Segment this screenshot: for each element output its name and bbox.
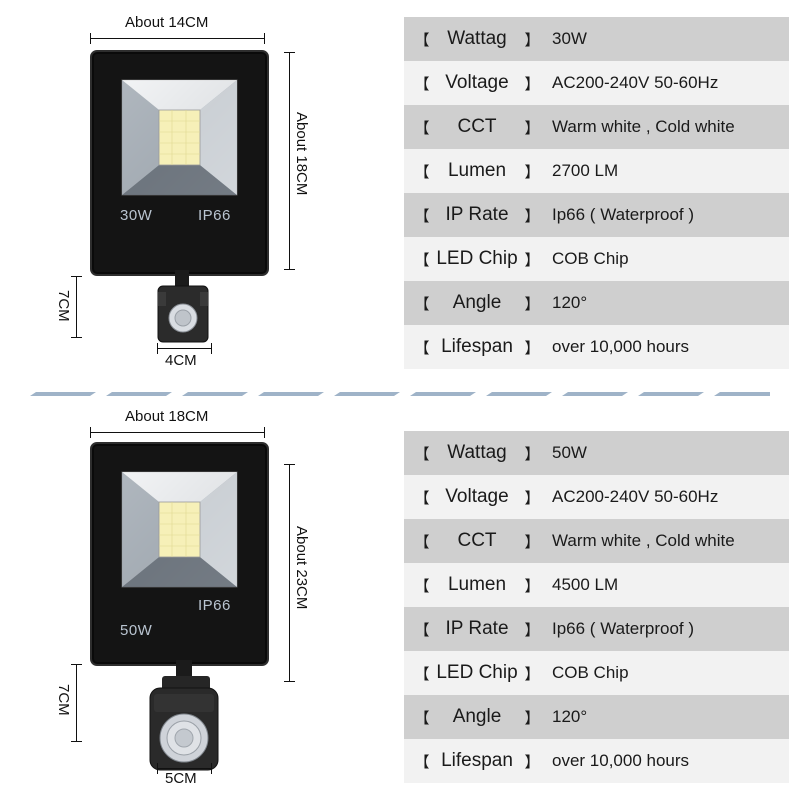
spec-value: COB Chip: [552, 249, 629, 268]
ip-label: IP66: [198, 597, 231, 614]
reflector-graphic: [121, 79, 238, 196]
spec-value: Warm white , Cold white: [552, 531, 735, 550]
spec-key: CCT: [457, 530, 497, 551]
spec-row: 【IP Rate】Ip66 ( Waterproof ): [404, 607, 789, 651]
spec-row: 【Voltage】AC200-240V 50-60Hz: [404, 475, 789, 519]
spec-key: LED Chip: [436, 248, 518, 269]
sensor-height-label: 7CM: [55, 290, 72, 322]
spec-key: IP Rate: [445, 618, 509, 639]
spec-value: Warm white , Cold white: [552, 117, 735, 136]
pir-sensor-small: [157, 270, 209, 343]
spec-value: 120°: [552, 293, 588, 312]
spec-key: Wattag: [447, 28, 507, 49]
led-chip: [158, 109, 201, 166]
spec-value: over 10,000 hours: [552, 337, 690, 356]
spec-row: 【Angle】120°: [404, 695, 789, 739]
spec-value: 120°: [552, 707, 588, 726]
spec-key: IP Rate: [445, 204, 509, 225]
led-chip: [158, 501, 201, 558]
product-section-50w: About 18CM IP66 50W: [0, 408, 800, 802]
spec-key: Angle: [452, 292, 502, 313]
spec-row: 【Lumen】4500 LM: [404, 563, 789, 607]
spec-row: 【LED Chip】COB Chip: [404, 651, 789, 695]
flood-light-30w: 30W IP66: [90, 50, 269, 276]
spec-key: Lifespan: [441, 750, 513, 771]
spec-value: 4500 LM: [552, 575, 619, 594]
height-dimension-label: About 23CM: [293, 526, 310, 610]
spec-key: Lumen: [447, 160, 507, 181]
sensor-height-label: 7CM: [55, 684, 72, 716]
spec-row: 【IP Rate】Ip66 ( Waterproof ): [404, 193, 789, 237]
sensor-width-line: [157, 763, 212, 774]
width-dimension-line: [90, 33, 265, 44]
spec-row: 【Lifespan】over 10,000 hours: [404, 325, 789, 369]
spec-row: 【CCT】Warm white , Cold white: [404, 105, 789, 149]
spec-key: Lifespan: [441, 336, 513, 357]
spec-row: 【Voltage】AC200-240V 50-60Hz: [404, 61, 789, 105]
pir-sensor-large: [149, 660, 219, 771]
sensor-width-label: 5CM: [165, 770, 197, 787]
spec-key: Lumen: [447, 574, 507, 595]
spec-row: 【Lifespan】over 10,000 hours: [404, 739, 789, 783]
spec-value: COB Chip: [552, 663, 629, 682]
spec-row: 【CCT】Warm white , Cold white: [404, 519, 789, 563]
spec-value: 50W: [552, 443, 587, 462]
spec-table-30w: 【Wattag】30W 【Voltage】AC200-240V 50-60Hz …: [404, 17, 789, 369]
product-section-30w: About 14CM 30W IP66: [0, 0, 800, 390]
sensor-height-line: [71, 664, 82, 742]
reflector-graphic: [121, 471, 238, 588]
spec-key: Voltage: [445, 72, 509, 93]
sensor-width-line: [157, 343, 212, 354]
watt-label: 30W: [120, 207, 153, 224]
spec-key: Angle: [452, 706, 502, 727]
spec-key: CCT: [457, 116, 497, 137]
spec-row: 【Wattag】30W: [404, 17, 789, 61]
spec-row: 【Lumen】2700 LM: [404, 149, 789, 193]
ip-label: IP66: [198, 207, 231, 224]
spec-value: 30W: [552, 29, 587, 48]
spec-table-50w: 【Wattag】50W 【Voltage】AC200-240V 50-60Hz …: [404, 431, 789, 783]
spec-value: AC200-240V 50-60Hz: [552, 487, 719, 506]
spec-row: 【LED Chip】COB Chip: [404, 237, 789, 281]
spec-key: LED Chip: [436, 662, 518, 683]
flood-light-50w: IP66 50W: [90, 442, 269, 666]
width-dimension-line: [90, 427, 265, 438]
height-dimension-line: [284, 52, 295, 270]
spec-key: Voltage: [445, 486, 509, 507]
spec-row: 【Wattag】50W: [404, 431, 789, 475]
section-separator: [30, 392, 770, 396]
spec-row: 【Angle】120°: [404, 281, 789, 325]
width-dimension-label: About 18CM: [125, 408, 209, 425]
sensor-width-label: 4CM: [165, 352, 197, 369]
height-dimension-label: About 18CM: [293, 112, 310, 196]
spec-key: Wattag: [447, 442, 507, 463]
height-dimension-line: [284, 464, 295, 682]
spec-value: AC200-240V 50-60Hz: [552, 73, 719, 92]
spec-value: Ip66 ( Waterproof ): [552, 205, 695, 224]
spec-value: over 10,000 hours: [552, 751, 690, 770]
watt-label: 50W: [120, 622, 153, 639]
spec-value: Ip66 ( Waterproof ): [552, 619, 695, 638]
sensor-height-line: [71, 276, 82, 338]
width-dimension-label: About 14CM: [125, 14, 209, 31]
spec-value: 2700 LM: [552, 161, 619, 180]
